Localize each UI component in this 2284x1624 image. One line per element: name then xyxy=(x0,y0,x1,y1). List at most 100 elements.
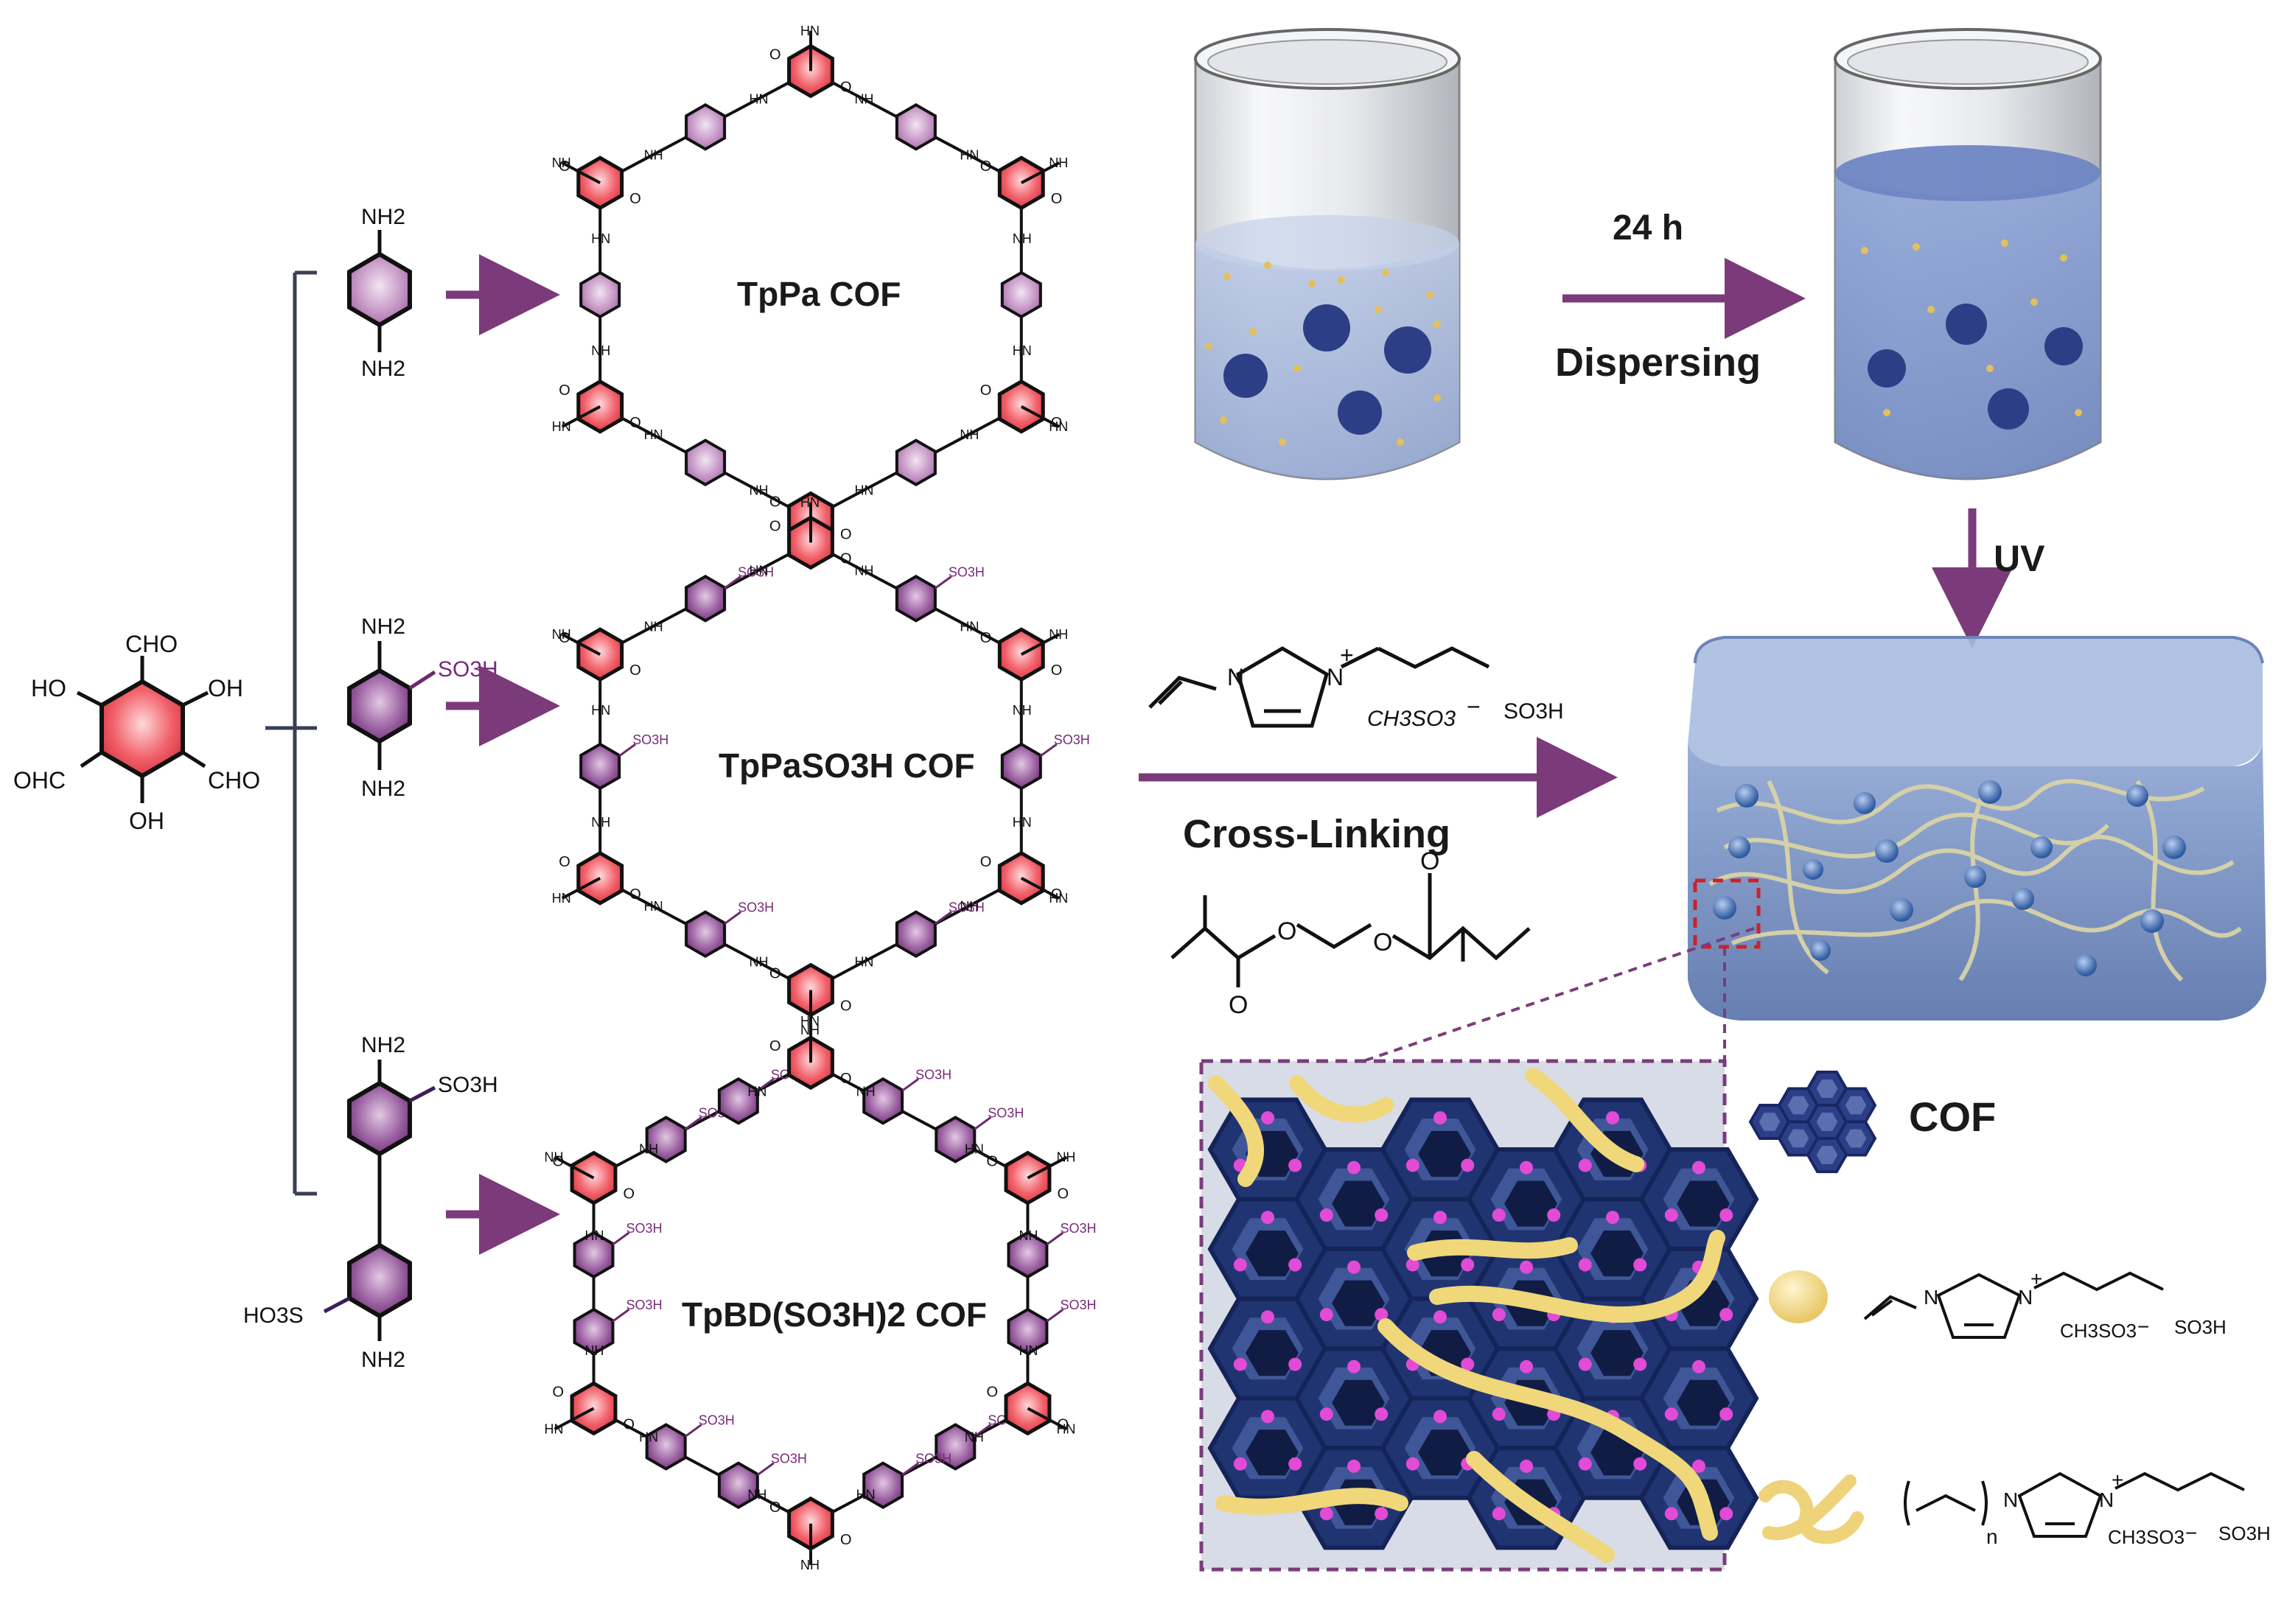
cof-nh-label: NH xyxy=(644,147,663,162)
crosslinking-label: Cross-Linking xyxy=(1183,812,1450,856)
inset-il-chains xyxy=(1208,1068,1725,1563)
inset-pore-site xyxy=(1492,1407,1506,1421)
tp-oh-right: OH xyxy=(208,675,243,701)
inset-hex-depth xyxy=(1418,1130,1471,1177)
legend-cof-pore xyxy=(1787,1096,1809,1115)
cof-linker-ring xyxy=(1000,270,1042,319)
inset-pore-site xyxy=(1664,1507,1678,1521)
cof-carbonyl-o: O xyxy=(1057,1186,1069,1203)
cof-core-ring xyxy=(997,627,1045,682)
legend-cof-pore xyxy=(1759,1113,1781,1131)
cof-hn-label: HN xyxy=(1013,343,1032,358)
inset-pore-site xyxy=(1261,1111,1274,1125)
cof-core-ring xyxy=(576,627,624,682)
legend-polymer-acid: SO3H xyxy=(2218,1522,2271,1544)
cof-outer-bond xyxy=(1020,877,1061,900)
inset-pore-site xyxy=(1461,1258,1475,1272)
tp-ho-left: HO xyxy=(31,675,66,701)
legend-cof-pore xyxy=(1845,1129,1867,1148)
inset-zoom xyxy=(1199,1059,1759,1572)
cof-sulfonic-bond xyxy=(684,1424,702,1438)
cof-sulfonic-bond xyxy=(724,911,741,925)
cof-carbonyl-o: O xyxy=(769,1499,781,1516)
cof-carbonyl-o: O xyxy=(769,1038,781,1054)
cof-so3h-label: SO3H xyxy=(626,1298,663,1312)
cof-nh-label: NH xyxy=(585,1343,604,1358)
il-n2: N xyxy=(1327,664,1344,690)
cof-sulfonic-bond xyxy=(935,911,952,925)
inset-pore-site xyxy=(1319,1507,1333,1521)
inset-pore-site xyxy=(1719,1507,1733,1521)
cof-hn-label: HN xyxy=(591,231,610,246)
cof-carbonyl-o: O xyxy=(840,998,852,1015)
pa-so3h-ring xyxy=(347,668,412,744)
beaker-2-il-dots xyxy=(1861,239,2082,416)
cof-hn-label: HN xyxy=(639,1430,658,1445)
cof-hn-label: HN xyxy=(585,1228,604,1243)
cof-so3h-label: SO3H xyxy=(949,564,985,579)
cof-nh-label: NH xyxy=(747,1488,766,1502)
cof-carbonyl-o: O xyxy=(980,854,992,870)
inset-pore-site xyxy=(1664,1407,1678,1421)
beaker-1-liquid xyxy=(1195,243,1459,479)
pa-so3h-nh2-bottom: NH2 xyxy=(361,777,405,801)
beaker-1-cof-clusters xyxy=(1223,304,1431,435)
beaker-1-il-dots xyxy=(1205,262,1441,446)
inset-pore-site xyxy=(1288,1158,1302,1172)
cof-carbonyl-o: O xyxy=(629,662,641,679)
pa-nh2-top: NH2 xyxy=(361,205,405,229)
cof-so3h-label: SO3H xyxy=(915,1067,951,1082)
cof-outer-nh: HN xyxy=(800,1014,820,1029)
cof-outer-nh: NH xyxy=(552,155,571,170)
legend-polymer-repeat: n xyxy=(1986,1525,1998,1548)
inset-pore-site xyxy=(1433,1310,1447,1324)
cof-carbonyl-o: O xyxy=(624,1416,635,1432)
cof-sulfonic-bond xyxy=(724,575,741,589)
inset-pore-site xyxy=(1405,1457,1419,1471)
bd-nh2-top: NH2 xyxy=(361,1033,405,1057)
cof-nh-label: NH xyxy=(854,91,873,106)
tpbd-cof-label: TpBD(SO3H)2 COF xyxy=(682,1295,987,1334)
inset-pore-site xyxy=(1633,1357,1647,1371)
cof-hn-label: HN xyxy=(1019,1343,1038,1358)
inset-hex-depth xyxy=(1677,1180,1730,1227)
cof-outer-bond xyxy=(1027,1407,1068,1431)
tp-oh-bottom: OH xyxy=(129,808,164,834)
cof-sulfonic-bond xyxy=(1046,1231,1064,1246)
inset-hex-depth xyxy=(1590,1231,1644,1277)
cof-framework-tppa: NHHNNHHNNHHNNHHNNHHNNHHNOOHNOONHOOHNOONH… xyxy=(552,24,1068,566)
cof-carbonyl-o: O xyxy=(559,630,570,646)
xl-o4: O xyxy=(1420,847,1439,875)
cof-core-ring xyxy=(576,379,624,434)
cof-sulfonic-bond xyxy=(901,1462,920,1476)
cof-nh-label: NH xyxy=(644,619,663,634)
cof-linker-ring xyxy=(579,270,621,319)
cof-outer-bond xyxy=(1020,161,1061,184)
inset-pore-site xyxy=(1719,1308,1733,1322)
cof-outer-nh: HN xyxy=(800,24,820,38)
inset-pore-site xyxy=(1319,1407,1333,1421)
inset-pore-site xyxy=(1664,1208,1678,1222)
inset-pore-site xyxy=(1461,1357,1475,1371)
tp-cho-right: CHO xyxy=(208,767,260,794)
inset-pore-site xyxy=(1347,1359,1361,1373)
legend-cof-label: COF xyxy=(1909,1093,1996,1140)
cof-nh-label: NH xyxy=(856,1084,876,1099)
inset-pore-site xyxy=(1375,1308,1389,1322)
legend-cof-pore xyxy=(1816,1146,1838,1164)
inset-pore-site xyxy=(1692,1161,1705,1175)
cof-so3h-label: SO3H xyxy=(699,1413,735,1428)
cof-outer-nh: NH xyxy=(1049,627,1068,642)
cof-hn-label: HN xyxy=(856,1488,876,1502)
time-label: 24 h xyxy=(1613,209,1683,248)
il-acid: SO3H xyxy=(1504,699,1564,724)
cof-carbonyl-o: O xyxy=(1051,662,1063,679)
cof-carbonyl-o: O xyxy=(1051,191,1063,207)
legend-polymer-n2: N xyxy=(2099,1488,2114,1511)
cof-bond xyxy=(810,1407,1029,1525)
legend-monomer-icon xyxy=(1769,1270,1828,1323)
cof-carbonyl-o: O xyxy=(629,191,641,207)
inset-pore-site xyxy=(1578,1357,1592,1371)
inset-pore-site xyxy=(1578,1457,1592,1471)
